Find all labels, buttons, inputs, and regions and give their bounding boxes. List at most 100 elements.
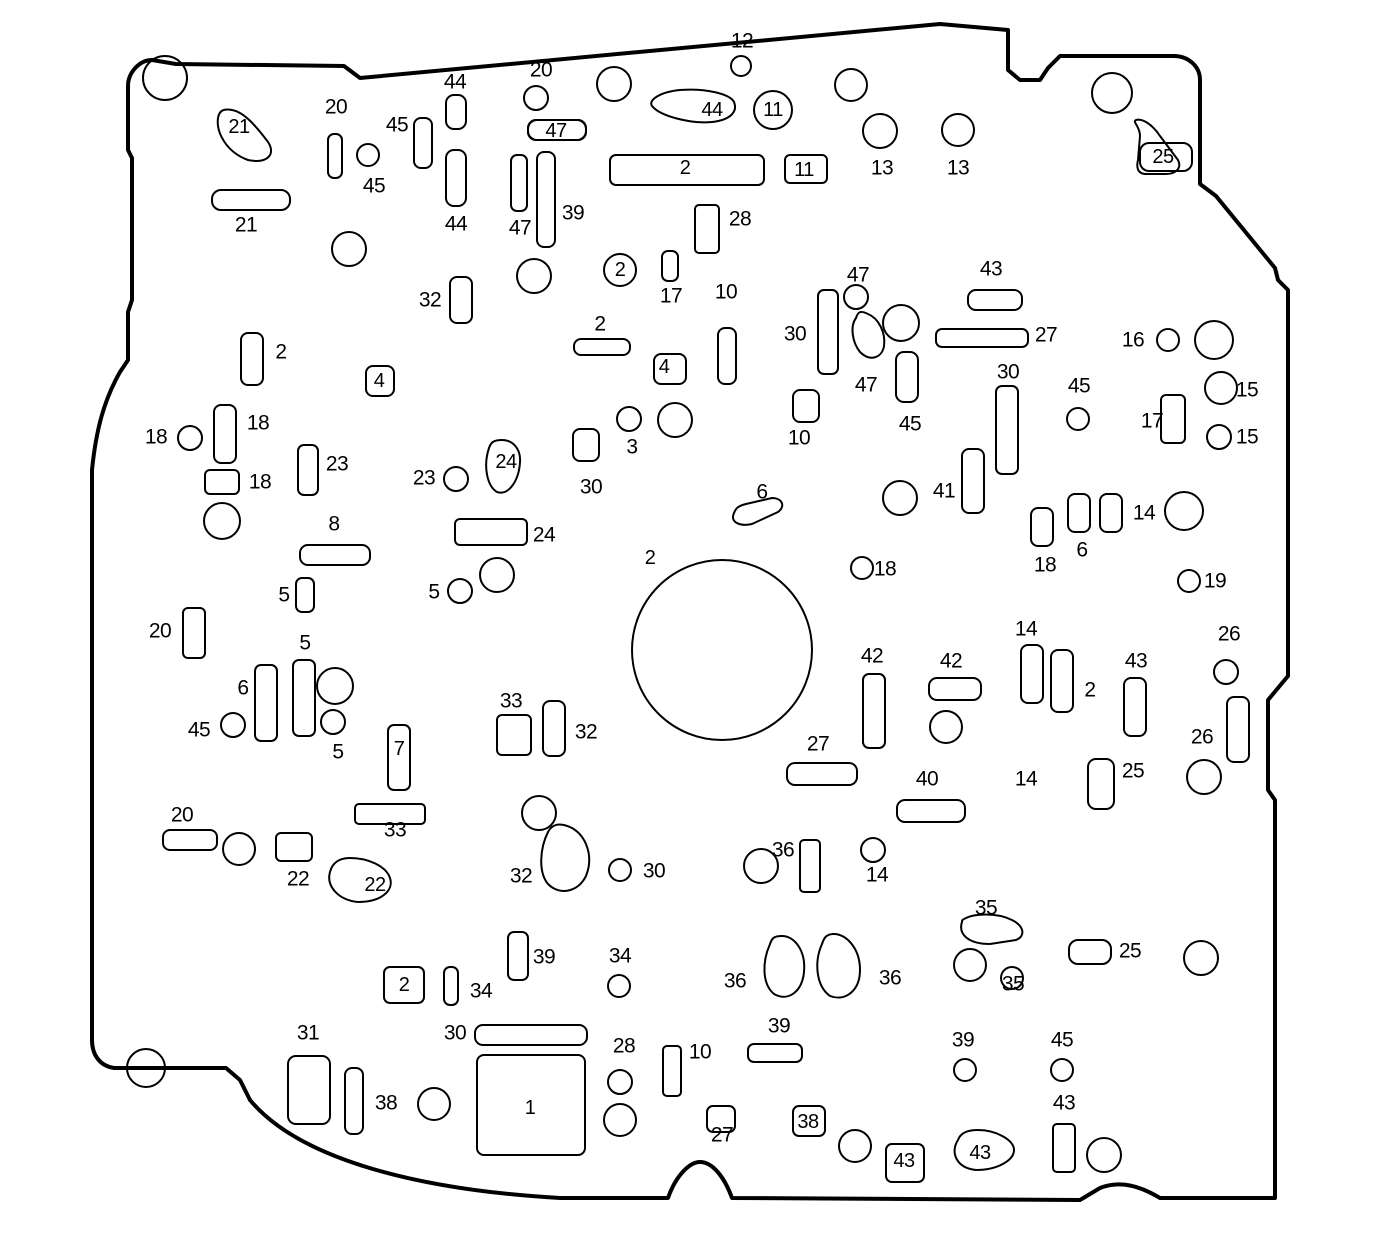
port-slot-58 [383, 966, 425, 1004]
callout-number-30: 30 [996, 360, 1020, 384]
port-hole-18 [1066, 407, 1090, 431]
port-slot-37 [182, 607, 206, 659]
callout-number-20: 20 [170, 803, 194, 827]
blob-32b [540, 823, 591, 892]
callout-number-7: 7 [393, 738, 405, 760]
port-hole-31 [320, 709, 346, 735]
callout-number-14: 14 [1014, 767, 1038, 791]
port-slot-33 [1067, 493, 1091, 533]
callout-number-45: 45 [1067, 374, 1091, 398]
callout-number-31: 31 [296, 1021, 320, 1045]
port-hole-45 [953, 1058, 977, 1082]
callout-number-22: 22 [364, 874, 386, 896]
callout-number-47: 47 [508, 216, 532, 240]
port-hole-19 [177, 425, 203, 451]
blob-36b [816, 933, 861, 999]
port-slot-54 [1087, 758, 1115, 810]
callout-number-39: 39 [767, 1014, 791, 1038]
callout-number-5: 5 [332, 740, 344, 764]
plate-outline [90, 22, 1290, 1202]
callout-number-6: 6 [237, 676, 249, 700]
port-slot-13 [449, 276, 473, 324]
callout-number-2: 2 [679, 157, 691, 179]
callout-number-2: 2 [275, 340, 287, 364]
callout-number-6: 6 [1076, 538, 1088, 562]
port-hole-27 [1177, 569, 1201, 593]
callout-number-13: 13 [946, 156, 970, 180]
port-hole-17 [1206, 424, 1232, 450]
port-hole-2 [523, 85, 549, 111]
callout-25 [1139, 142, 1193, 172]
callout-number-44: 44 [701, 99, 723, 121]
callout-number-13: 13 [870, 156, 894, 180]
port-hole-6 [834, 68, 868, 102]
callout-number-18: 18 [1033, 553, 1057, 577]
callout-number-25: 25 [1152, 146, 1174, 168]
callout-number-34: 34 [469, 979, 493, 1003]
port-slot-55 [799, 839, 821, 893]
port-slot-52 [786, 762, 858, 786]
mounting-hole-1 [142, 55, 188, 101]
callout-number-26: 26 [1217, 622, 1241, 646]
callout-number-5: 5 [428, 580, 440, 604]
callout-number-5: 5 [299, 631, 311, 655]
port-slot-40 [387, 724, 411, 791]
port-slot-24 [213, 404, 237, 464]
blob-6c [732, 497, 784, 526]
port-slot-21 [895, 351, 919, 403]
port-hole-44 [607, 974, 631, 998]
port-hole-38 [929, 710, 963, 744]
callout-number-14: 14 [865, 863, 889, 887]
port-slot-3 [413, 117, 433, 169]
callout-number-24: 24 [495, 451, 517, 473]
callout-number-8: 8 [328, 512, 340, 536]
callout-number-21: 21 [228, 116, 250, 138]
port-hole-7 [862, 113, 898, 149]
callout-number-11: 11 [794, 159, 814, 181]
port-hole-16 [1204, 371, 1238, 405]
callout-number-20: 20 [529, 58, 553, 82]
callout-number-14: 14 [1014, 617, 1038, 641]
port-hole-33 [222, 832, 256, 866]
port-slot-49 [1050, 649, 1074, 713]
callout-number-41: 41 [932, 479, 956, 503]
port-hole-10 [516, 258, 552, 294]
port-hole-34 [521, 795, 557, 831]
port-slot-15 [717, 327, 737, 385]
callout-number-42: 42 [939, 649, 963, 673]
port-hole-29 [447, 578, 473, 604]
port-hole-50 [838, 1129, 872, 1163]
port-slot-5 [445, 149, 467, 207]
callout-number-33: 33 [499, 689, 523, 713]
callout-number-32: 32 [574, 720, 598, 744]
port-slot-36 [295, 577, 315, 613]
callout-number-2: 2 [398, 974, 410, 996]
port-hole-35 [608, 858, 632, 882]
port-hole-51 [1086, 1137, 1122, 1173]
callout-number-2: 2 [1084, 678, 1096, 702]
blob-25 [1133, 118, 1181, 175]
callout-number-39: 39 [561, 201, 585, 225]
callout-number-27: 27 [806, 732, 830, 756]
callout-number-30: 30 [783, 322, 807, 346]
port-slot-4 [445, 94, 467, 130]
callout-number-23: 23 [325, 452, 349, 476]
port-hole-13 [882, 304, 920, 342]
callout-number-10: 10 [787, 426, 811, 450]
callout-number-23: 23 [412, 466, 436, 490]
port-slot-68 [885, 1143, 925, 1183]
port-slot-6 [510, 154, 528, 212]
port-hole-30 [316, 667, 354, 705]
callout-number-12: 12 [730, 29, 754, 53]
port-slot-2 [211, 189, 291, 211]
port-slot-57 [443, 966, 459, 1006]
port-slot-44 [162, 829, 218, 851]
port-slot-18 [817, 289, 839, 375]
callout-number-43: 43 [1124, 649, 1148, 673]
callout-number-16: 16 [1121, 328, 1145, 352]
port-slot-64 [662, 1045, 682, 1097]
callout-number-35: 35 [974, 896, 998, 920]
callout-number-43: 43 [1052, 1091, 1076, 1115]
port-slot-10 [784, 154, 828, 184]
port-slot-14 [573, 338, 631, 356]
